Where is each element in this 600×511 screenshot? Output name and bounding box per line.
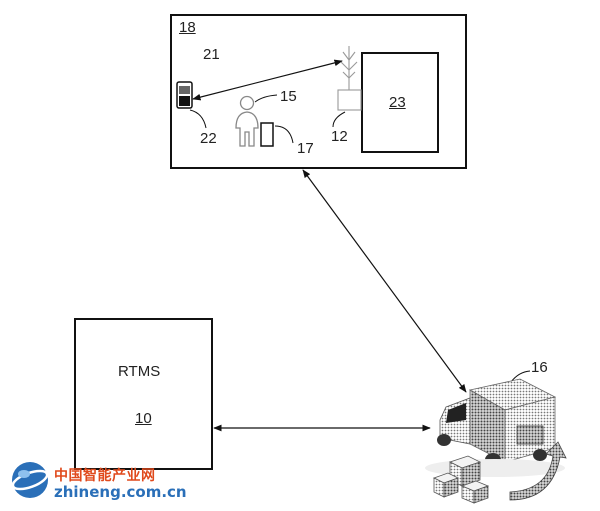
reader-label: 12 [331, 128, 348, 145]
person-label: 15 [280, 88, 297, 105]
rtms-box [74, 318, 213, 470]
reader-icon [337, 89, 362, 111]
device-icon [260, 122, 274, 147]
handheld-callout-line [189, 109, 207, 129]
server-label: 23 [389, 94, 406, 111]
site-truck-link-arrow [302, 169, 467, 393]
handheld-label: 21 [203, 46, 220, 63]
watermark-cn-text: 中国智能产业网 [54, 468, 156, 484]
server-box [361, 52, 439, 153]
rtms-title: RTMS [118, 363, 161, 380]
person-icon [235, 95, 259, 147]
watermark-en-text: zhineng.com.cn [54, 483, 187, 501]
device-label: 17 [297, 140, 314, 157]
watermark-globe-icon [11, 462, 49, 498]
person-callout-line [254, 94, 278, 103]
device-callout-line [274, 125, 294, 144]
truck-icon [425, 378, 567, 504]
antenna-icon [340, 46, 358, 90]
handheld-callout-label: 22 [200, 130, 217, 147]
handheld-link-arrow [192, 59, 343, 101]
rtms-label: 10 [135, 410, 152, 427]
site-label: 18 [179, 19, 196, 36]
reader-callout-line [332, 111, 346, 128]
truck-label: 16 [531, 359, 548, 376]
handheld-device-icon [176, 81, 193, 109]
